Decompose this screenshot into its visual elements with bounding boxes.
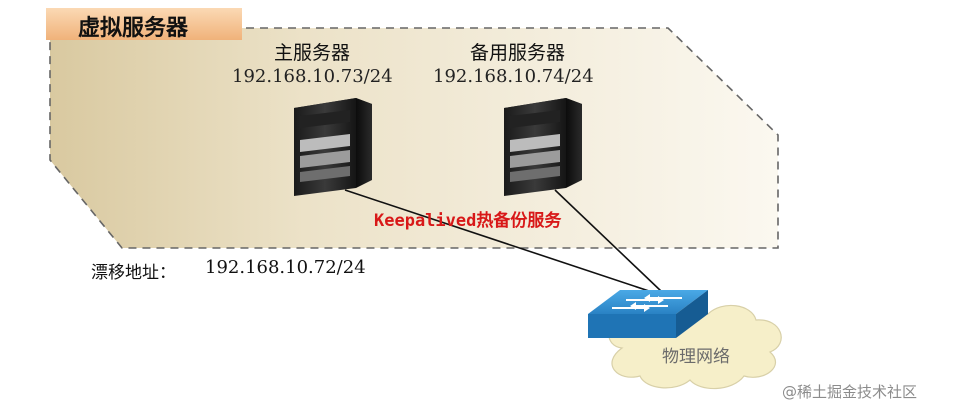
backup-server-name: 备用服务器 [470, 42, 566, 64]
backup-server-icon [504, 98, 582, 196]
switch-icon [588, 290, 708, 338]
physical-network-label: 物理网络 [662, 347, 730, 367]
primary-server-icon [294, 98, 372, 196]
watermark: @稀土掘金技术社区 [782, 383, 918, 401]
link-primary-switch [344, 189, 656, 294]
keepalived-service-label: Keepalived热备份服务 [374, 211, 562, 231]
primary-server-ip: 192.168.10.73/24 [232, 66, 393, 87]
backup-server-ip: 192.168.10.74/24 [433, 66, 594, 87]
virtual-server-title: 虚拟服务器 [78, 16, 189, 41]
primary-server-name: 主服务器 [274, 42, 351, 64]
title-tab [46, 8, 242, 40]
floating-address-ip: 192.168.10.72/24 [205, 257, 366, 278]
link-backup-switch [554, 189, 663, 293]
floating-address-label: 漂移地址： [91, 263, 176, 283]
virtual-server-region [49, 27, 779, 249]
